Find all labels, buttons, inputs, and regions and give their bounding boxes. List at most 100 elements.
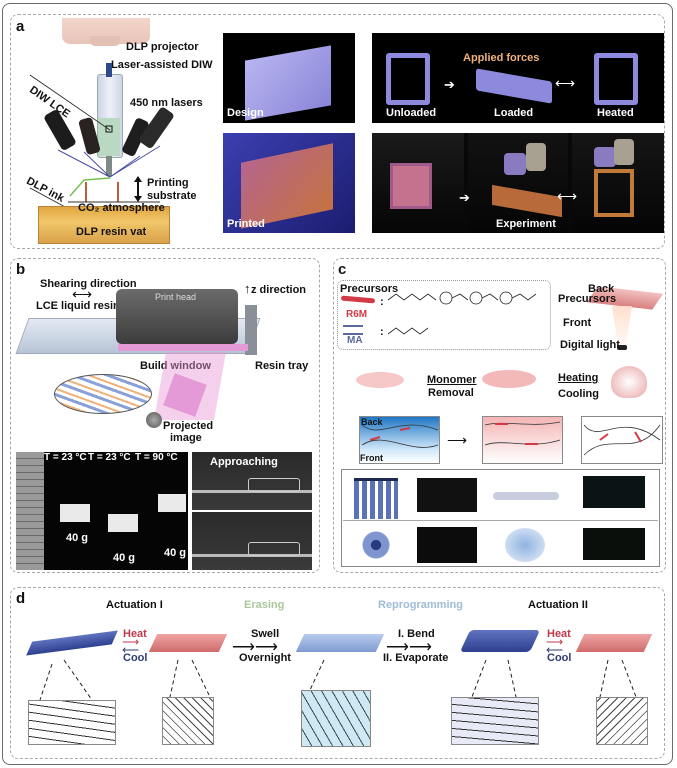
network-aligned-d1 (28, 700, 116, 745)
syringe-ink (98, 118, 120, 156)
actuation-2-label: Actuation II (528, 599, 588, 611)
ma-colon: : (380, 326, 384, 338)
load-test-photo (16, 452, 188, 570)
network-reprogrammed (451, 697, 539, 745)
build-window-illustration (118, 344, 248, 351)
weight-icon (594, 147, 616, 167)
diw-lce-marker (105, 125, 113, 133)
resin-tray-label: Resin tray (255, 360, 309, 372)
weight-icon (504, 153, 526, 175)
network-gradient-box (359, 416, 440, 464)
z-direction-arrow-icon: ↑ (244, 281, 251, 296)
experiment-label: Experiment (496, 218, 556, 230)
network-random-box (581, 416, 663, 464)
precursors-right-label: Precursors (558, 293, 617, 305)
sample-unloaded (390, 163, 432, 209)
panel-d (10, 587, 665, 759)
stripe-printed-photo (583, 476, 645, 508)
print-head-label: Print head (155, 292, 197, 302)
arrow-right-icon: ⟶ (447, 432, 468, 448)
network-random-d2 (596, 697, 648, 745)
actuation-1-label: Actuation I (106, 599, 163, 611)
build-window-label: Build window (140, 360, 211, 372)
digital-light-label: Digital light (560, 339, 620, 351)
arrow-right-icon: ⟶⟶ (232, 639, 278, 656)
evaporate-label: II. Evaporate (383, 652, 449, 664)
weight-icon (614, 139, 634, 165)
panel-d-label: d (16, 590, 26, 607)
panel-c-label: c (338, 261, 347, 278)
network-random-d1 (162, 697, 214, 745)
applied-forces-label: Applied forces (463, 52, 540, 64)
ruler-scale (16, 452, 44, 570)
bend-label: I. Bend (398, 628, 435, 640)
resin-tray-wall (245, 305, 257, 355)
dlp-projector-lens (90, 36, 120, 46)
heated-render (594, 53, 638, 105)
stripe-actuated-photo (417, 478, 477, 512)
actuation-sequence-render (372, 33, 664, 123)
glass-dish (248, 478, 300, 492)
experiment-photo (372, 133, 664, 233)
panel-a-label: a (16, 18, 25, 35)
stripe-pattern-example (354, 478, 398, 519)
unloaded-render (386, 53, 430, 105)
back-label: Back (588, 283, 615, 295)
panel-c (333, 258, 666, 573)
ma-label: MA (347, 335, 363, 346)
weight-label-1: 40 g (66, 532, 89, 544)
experiment-photo-frame-2 (468, 133, 568, 233)
resin-vat-label: DLP resin vat (76, 226, 147, 238)
clip-weight-3 (158, 494, 186, 512)
double-arrow-icon: ⟷ (555, 75, 576, 91)
light-source-icon (617, 345, 627, 350)
zoom-front-label: Front (360, 453, 383, 463)
overnight-label: Overnight (239, 652, 291, 664)
cool-arrow-icon: ⟵ (546, 643, 564, 657)
printed-filament (69, 177, 111, 197)
laser-left-inner (78, 117, 101, 155)
approaching-label: Approaching (210, 456, 278, 468)
retracting-photo (192, 512, 312, 570)
flower-curled-render (505, 528, 545, 562)
printing-setup-lines (29, 74, 174, 232)
cool-label: Cool (123, 652, 148, 664)
arrow-right-icon: ➔ (444, 77, 455, 92)
projected-label-1: Projected (163, 420, 214, 432)
lasers-label: 450 nm lasers (130, 97, 203, 109)
design-label: Design (227, 107, 264, 119)
projector-lens-icon (146, 412, 162, 428)
heat-arrow-icon: ⟶ (546, 635, 564, 649)
precursors-label: Precursors (340, 283, 399, 295)
front-label: Front (563, 317, 592, 329)
shearing-direction-label: Shearing direction (40, 278, 137, 290)
precursor-box (337, 280, 551, 350)
print-head-illustration (116, 289, 238, 344)
projected-label-2: image (170, 432, 202, 444)
flower-pattern-example (357, 526, 395, 564)
printing-substrate-label-1: Printing (147, 177, 189, 189)
flower-actuated-photo (417, 527, 477, 563)
network-swollen (301, 690, 371, 747)
lce-alignment-domain (54, 374, 152, 414)
laser-diw-label: Laser-assisted DIW (111, 59, 213, 71)
shearing-arrow-icon: ⟷ (72, 286, 93, 302)
r6m-chemical-structure (387, 291, 537, 305)
weight-label-3: 40 g (164, 547, 187, 559)
approaching-photo (192, 452, 312, 510)
laser-right-outer (139, 107, 174, 148)
laser-beam (83, 151, 111, 178)
temperature-label-3: T = 90 °C (135, 452, 178, 463)
laser-beam (57, 149, 111, 178)
loaded-label: Loaded (494, 107, 534, 119)
r6m-label: R6M (346, 309, 368, 320)
dlp-projector-label: DLP projector (126, 41, 199, 53)
lce-liquid-resin-label: LCE liquid resin (36, 300, 120, 312)
syringe-plunger (106, 63, 112, 77)
weight-icon (526, 143, 546, 171)
arrow-up-icon (134, 176, 142, 182)
sample-heated (594, 169, 634, 217)
panel-a (10, 14, 665, 249)
